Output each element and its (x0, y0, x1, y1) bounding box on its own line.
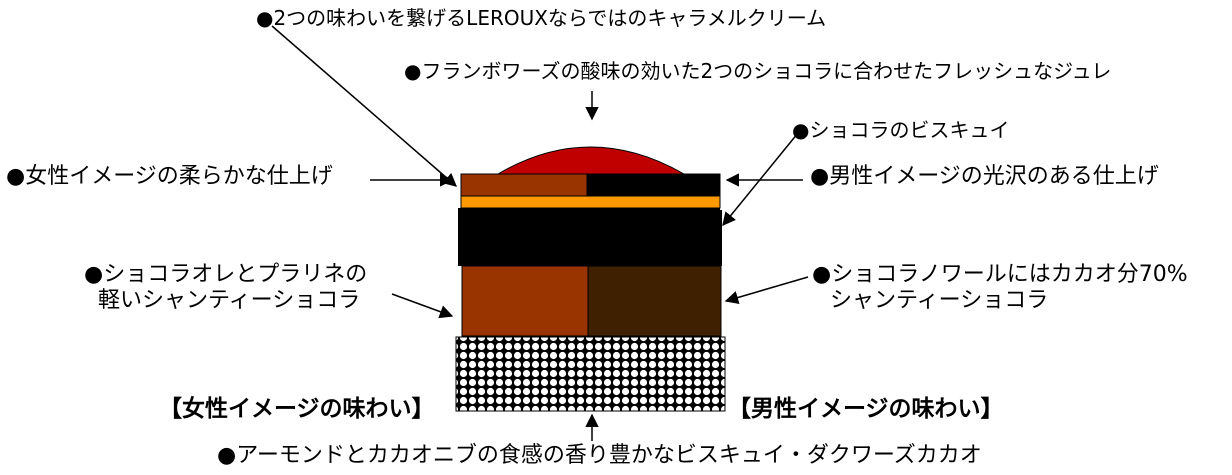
caramel-layer-lower (458, 208, 720, 210)
arrow-chantilly-right (724, 276, 809, 305)
label-caramel-cream: ●2つの味わいを繋げるLEROUXならではのキャラメルクリーム (256, 6, 827, 30)
label-chantilly-right-line1: ●ショコラノワールにはカカオ分70% (812, 262, 1188, 287)
label-male-finish: ●男性イメージの光沢のある仕上げ (810, 164, 1159, 189)
chantilly-right-layer (587, 265, 722, 337)
female-glaze-layer (460, 173, 588, 197)
label-dacquoise-base: ●アーモンドとカカオニブの食感の香り豊かなビスキュイ・ダクワーズカカオ (217, 443, 982, 468)
label-male-taste: 【男性イメージの味わい】 (728, 396, 1004, 422)
label-jelly: ●フランボワーズの酸味の効いた2つのショコラに合わせたフレッシュなジュレ (404, 59, 1112, 83)
chocolate-biscuit-layer (458, 210, 722, 266)
label-chantilly-left-line2: 軽いシャンティーショコラ (98, 288, 361, 314)
label-chantilly-right-line2: シャンティーショコラ (830, 288, 1049, 314)
label-chantilly-left: ●ショコラオレとプラリネの 軽いシャンティーショコラ (84, 262, 367, 315)
label-female-finish: ●女性イメージの柔らかな仕上げ (6, 164, 333, 189)
label-female-taste: 【女性イメージの味わい】 (159, 396, 435, 422)
dacquoise-base-layer (455, 336, 726, 412)
caramel-layer (460, 195, 721, 209)
arrow-caramel (271, 25, 458, 187)
chantilly-left-layer (461, 265, 589, 337)
arrow-biscuit (722, 132, 799, 227)
jelly-dome (496, 146, 686, 175)
male-glaze-layer (586, 173, 721, 197)
label-chantilly-left-line1: ●ショコラオレとプラリネの (84, 262, 368, 287)
arrow-chantilly-left (391, 293, 454, 319)
label-chantilly-right: ●ショコラノワールにはカカオ分70% シャンティーショコラ (812, 262, 1188, 315)
label-chocolate-biscuit: ●ショコラのビスキュイ (792, 118, 1010, 142)
